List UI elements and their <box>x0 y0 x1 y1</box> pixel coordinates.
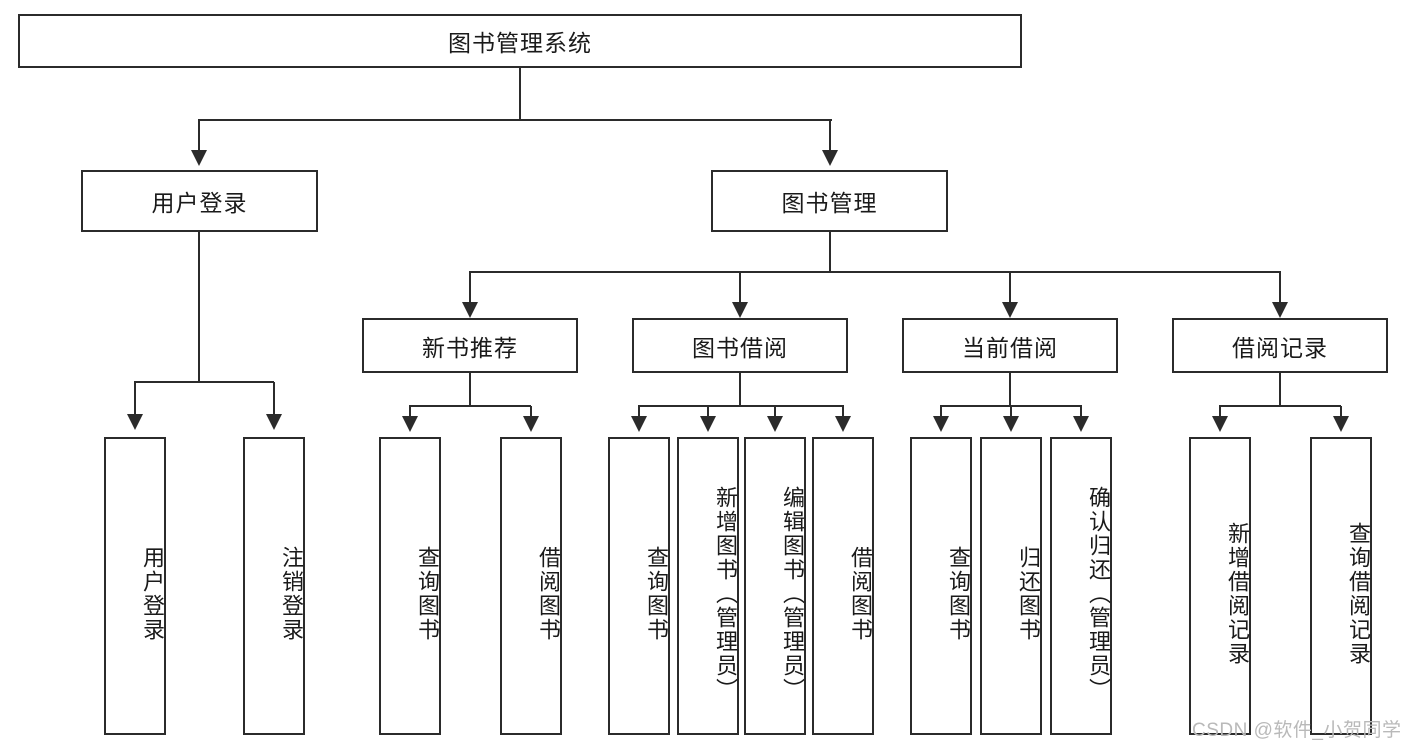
arrowhead-borrow-record <box>1272 302 1288 318</box>
node-user-login[interactable]: 用户登录 <box>81 170 318 232</box>
edge-new-book-bar <box>409 405 531 407</box>
edge-book-borrow-bar <box>638 405 844 407</box>
edge-current-borrow-drop-2 <box>1010 406 1012 418</box>
leaf-query-borrow-record[interactable]: 查询借阅记录 <box>1310 437 1372 735</box>
node-label: 借阅图书 <box>848 546 873 642</box>
node-new-book-recommend[interactable]: 新书推荐 <box>362 318 578 373</box>
node-label: 编辑图书（管理员） <box>780 486 805 702</box>
node-book-management[interactable]: 图书管理 <box>711 170 948 232</box>
edge-borrow-record-drop-2 <box>1340 406 1342 418</box>
node-label: 图书管理系统 <box>448 30 592 56</box>
edge-root-bar <box>198 119 832 121</box>
edge-borrow-record-drop-1 <box>1219 406 1221 418</box>
edge-root-to-book-manage <box>829 120 831 152</box>
node-label: 新增借阅记录 <box>1225 522 1250 666</box>
edge-book-borrow-drop-3 <box>774 406 776 418</box>
watermark-text: CSDN @软件_小贺同学 <box>1192 720 1402 741</box>
edge-user-login-bar <box>134 381 274 383</box>
leaf-edit-book-admin[interactable]: 编辑图书（管理员） <box>744 437 806 735</box>
arrowhead-current-borrow <box>1002 302 1018 318</box>
arrowhead-query-book-recommend <box>402 416 418 432</box>
edge-book-manage-trunk <box>829 232 831 272</box>
edge-root-trunk <box>519 68 521 120</box>
arrowhead-query-borrow-record <box>1333 416 1349 432</box>
arrowhead-leaf-logout <box>266 414 282 430</box>
node-label: 用户登录 <box>140 546 165 642</box>
arrowhead-leaf-user-login <box>127 414 143 430</box>
edge-book-borrow-trunk <box>739 373 741 406</box>
edge-user-login-to-leaf-2 <box>273 382 275 416</box>
leaf-add-book-admin[interactable]: 新增图书（管理员） <box>677 437 739 735</box>
node-label: 归还图书 <box>1016 546 1041 642</box>
node-label: 查询图书 <box>946 546 971 642</box>
node-label: 注销登录 <box>279 546 304 642</box>
leaf-query-book-recommend[interactable]: 查询图书 <box>379 437 441 735</box>
arrowhead-add-book <box>700 416 716 432</box>
edge-current-borrow-trunk <box>1009 373 1011 406</box>
edge-borrow-record-bar <box>1219 405 1341 407</box>
leaf-borrow-book-recommend[interactable]: 借阅图书 <box>500 437 562 735</box>
arrowhead-user-login <box>191 150 207 166</box>
node-label: 查询图书 <box>415 546 440 642</box>
arrowhead-new-book-recommend <box>462 302 478 318</box>
node-borrow-record[interactable]: 借阅记录 <box>1172 318 1388 373</box>
edge-to-borrow-record <box>1279 272 1281 304</box>
arrowhead-borrow-book <box>835 416 851 432</box>
node-label: 新增图书（管理员） <box>713 486 738 702</box>
edge-new-book-trunk <box>469 373 471 406</box>
edge-current-borrow-drop-1 <box>940 406 942 418</box>
edge-to-book-borrow <box>739 272 741 304</box>
node-label: 当前借阅 <box>962 334 1058 361</box>
node-label: 借阅图书 <box>536 546 561 642</box>
node-label: 新书推荐 <box>422 334 518 361</box>
edge-current-borrow-drop-3 <box>1080 406 1082 418</box>
edge-book-borrow-drop-2 <box>707 406 709 418</box>
node-label: 查询图书 <box>644 546 669 642</box>
node-root-library-system[interactable]: 图书管理系统 <box>18 14 1022 68</box>
edge-user-login-trunk <box>198 232 200 382</box>
arrowhead-return-book <box>1003 416 1019 432</box>
arrowhead-edit-book <box>767 416 783 432</box>
edge-new-book-drop-2 <box>530 406 532 418</box>
edge-book-borrow-drop-1 <box>638 406 640 418</box>
arrowhead-query-book-current <box>933 416 949 432</box>
edge-borrow-record-trunk <box>1279 373 1281 406</box>
node-label: 用户登录 <box>151 190 248 216</box>
leaf-borrow-book[interactable]: 借阅图书 <box>812 437 874 735</box>
arrowhead-query-book-borrow <box>631 416 647 432</box>
edge-user-login-to-leaf-1 <box>134 382 136 416</box>
leaf-query-book-borrow[interactable]: 查询图书 <box>608 437 670 735</box>
node-label: 图书借阅 <box>692 334 788 361</box>
edge-root-to-user-login <box>198 120 200 152</box>
arrowhead-add-borrow-record <box>1212 416 1228 432</box>
leaf-logout[interactable]: 注销登录 <box>243 437 305 735</box>
arrowhead-book-borrow <box>732 302 748 318</box>
node-label: 确认归还（管理员） <box>1086 486 1111 702</box>
edge-book-borrow-drop-4 <box>842 406 844 418</box>
node-book-borrow[interactable]: 图书借阅 <box>632 318 848 373</box>
leaf-add-borrow-record[interactable]: 新增借阅记录 <box>1189 437 1251 735</box>
edge-new-book-drop-1 <box>409 406 411 418</box>
edge-to-current-borrow <box>1009 272 1011 304</box>
edge-book-manage-bar <box>469 271 1281 273</box>
node-current-borrow[interactable]: 当前借阅 <box>902 318 1118 373</box>
leaf-user-login[interactable]: 用户登录 <box>104 437 166 735</box>
leaf-confirm-return-admin[interactable]: 确认归还（管理员） <box>1050 437 1112 735</box>
arrowhead-borrow-book-recommend <box>523 416 539 432</box>
leaf-return-book[interactable]: 归还图书 <box>980 437 1042 735</box>
node-label: 查询借阅记录 <box>1346 522 1371 666</box>
node-label: 图书管理 <box>781 190 878 216</box>
node-label: 借阅记录 <box>1232 334 1328 361</box>
arrowhead-book-manage <box>822 150 838 166</box>
leaf-query-book-current[interactable]: 查询图书 <box>910 437 972 735</box>
arrowhead-confirm-return <box>1073 416 1089 432</box>
edge-to-new-book-recommend <box>469 272 471 304</box>
